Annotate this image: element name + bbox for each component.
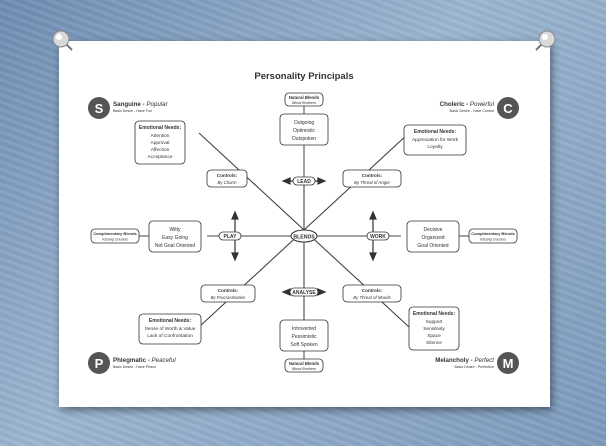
play-label: PLAY [224, 234, 238, 240]
svg-text:Support: Support [426, 319, 443, 325]
svg-text:Controls:: Controls: [218, 288, 239, 293]
svg-text:Outspoken: Outspoken [292, 136, 316, 142]
svg-text:Goal Oriented: Goal Oriented [417, 243, 448, 249]
axis-work: WORK [366, 231, 390, 241]
svg-text:Witty: Witty [169, 227, 181, 233]
svg-text:P: P [95, 356, 104, 371]
blends-label: BLENDS [293, 235, 315, 241]
svg-text:Acceptance: Acceptance [147, 154, 172, 160]
blends-center: BLENDS [290, 229, 318, 243]
bottom-traits-box: Introverted Pessimistic Soft Spoken [279, 319, 329, 352]
svg-text:Optimistic: Optimistic [293, 128, 315, 134]
svg-text:By Charm: By Charm [217, 180, 237, 185]
svg-text:Silence: Silence [426, 340, 442, 346]
svg-text:C: C [503, 101, 513, 116]
complimentary-blends-right: Complimentary Blends Kissing Cousins [468, 228, 518, 244]
svg-text:Sensitivity: Sensitivity [423, 326, 445, 332]
svg-text:Basic Desire - Have Control: Basic Desire - Have Control [450, 109, 495, 113]
svg-text:Soft Spoken: Soft Spoken [290, 342, 317, 348]
right-traits-box: Decisive Organized Goal Oriented [406, 220, 460, 253]
phlegmatic-quadrant: Emotional Needs: Sense of Worth & Value … [88, 313, 202, 374]
top-traits-box: Outgoing Optimistic Outspoken [279, 113, 329, 146]
svg-text:Appreciation for Work: Appreciation for Work [412, 137, 459, 143]
svg-text:Natural Blends: Natural Blends [289, 95, 320, 100]
svg-text:Controls:: Controls: [362, 173, 383, 178]
phlegmatic-name: Phlegmatic - Peaceful [113, 357, 176, 364]
svg-text:Complimentary Blends: Complimentary Blends [93, 231, 137, 236]
svg-text:Decisive: Decisive [424, 227, 443, 233]
controls-choleric: Controls: By Threat of Anger [342, 169, 402, 188]
svg-text:By Threat of Moods: By Threat of Moods [353, 295, 391, 300]
axis-play: PLAY [218, 231, 242, 241]
analyse-label: ANALYSE [292, 290, 316, 296]
svg-text:Emotional Needs:: Emotional Needs: [139, 125, 182, 131]
svg-text:Basic Desire - Have Fun: Basic Desire - Have Fun [113, 109, 152, 113]
svg-text:Sense of Worth & Value: Sense of Worth & Value [145, 326, 196, 332]
svg-text:Basic Desire - Have Peace: Basic Desire - Have Peace [113, 365, 156, 369]
melancholy-needs-box [408, 306, 460, 351]
svg-text:Easy Going: Easy Going [162, 235, 188, 241]
svg-text:Emotional Needs:: Emotional Needs: [149, 318, 192, 324]
work-label: WORK [370, 234, 386, 240]
svg-text:Space: Space [427, 333, 441, 339]
axis-analyse: ANALYSE [289, 287, 319, 297]
lead-label: LEAD [297, 179, 311, 185]
svg-text:Basic Desire - Perfection: Basic Desire - Perfection [454, 365, 494, 369]
svg-text:Controls:: Controls: [362, 288, 383, 293]
controls-melancholy: Controls: By Threat of Moods [342, 284, 402, 303]
melancholy-badge [497, 352, 519, 374]
svg-text:Introverted: Introverted [292, 326, 316, 332]
choleric-name: Choleric - Powerful [440, 101, 495, 108]
svg-text:Not Goal Oriented: Not Goal Oriented [155, 243, 196, 249]
phlegmatic-needs-box [138, 313, 202, 345]
phlegmatic-badge [88, 352, 110, 374]
personality-diagram: Personality Principals BLENDS LEAD ANALY… [88, 71, 519, 374]
svg-text:Blood Brothers: Blood Brothers [292, 101, 316, 105]
choleric-needs-box [403, 124, 467, 156]
controls-sanguine: Controls: By Charm [206, 169, 248, 188]
svg-text:Attention: Attention [151, 133, 170, 139]
svg-text:By Threat of Anger: By Threat of Anger [354, 180, 390, 185]
svg-text:Approval: Approval [151, 140, 170, 146]
svg-text:Kissing Cousins: Kissing Cousins [480, 238, 506, 242]
natural-blends-top: Natural Blends Blood Brothers [284, 92, 324, 107]
svg-text:Kissing Cousins: Kissing Cousins [102, 238, 128, 242]
controls-phlegmatic: Controls: By Procrastination [200, 284, 256, 303]
sanguine-badge [88, 97, 110, 119]
diagram-card: Personality Principals BLENDS LEAD ANALY… [59, 41, 550, 407]
choleric-quadrant: C Choleric - Powerful Basic Desire - Hav… [403, 97, 519, 156]
svg-text:Affection: Affection [151, 147, 170, 153]
svg-text:Lack of Confrontation: Lack of Confrontation [147, 333, 193, 339]
pushpin-right-icon [535, 30, 556, 51]
svg-text:Natural Blends: Natural Blends [289, 361, 320, 366]
sanguine-name: Sanguine - Popular [113, 101, 169, 108]
svg-text:Complimentary Blends: Complimentary Blends [471, 231, 515, 236]
melancholy-quadrant: Emotional Needs: Support Sensitivity Spa… [408, 306, 519, 374]
svg-text:Outgoing: Outgoing [294, 120, 315, 126]
svg-text:Controls:: Controls: [217, 173, 238, 178]
choleric-badge [497, 97, 519, 119]
svg-text:Blood Brothers: Blood Brothers [292, 367, 316, 371]
svg-text:S: S [95, 101, 104, 116]
sanguine-quadrant: S Sanguine - Popular Basic Desire - Have… [88, 97, 186, 165]
axis-lead: LEAD [292, 176, 316, 186]
left-traits-box: Witty Easy Going Not Goal Oriented [148, 220, 202, 253]
complimentary-blends-left: Complimentary Blends Kissing Cousins [90, 228, 140, 244]
svg-text:Loyalty: Loyalty [427, 144, 443, 150]
melancholy-name: Melancholy - Perfect [435, 357, 494, 364]
svg-text:Organized: Organized [421, 235, 444, 241]
sanguine-needs-box [134, 120, 186, 165]
svg-text:Emotional Needs:: Emotional Needs: [414, 129, 457, 135]
svg-text:M: M [503, 356, 514, 371]
pushpin-left-icon [52, 30, 73, 51]
natural-blends-bottom: Natural Blends Blood Brothers [284, 358, 324, 373]
diagram-title: Personality Principals [254, 71, 353, 82]
svg-text:By Procrastination: By Procrastination [211, 295, 246, 300]
svg-text:Emotional Needs:: Emotional Needs: [413, 311, 456, 317]
svg-text:Pessimistic: Pessimistic [291, 334, 317, 340]
